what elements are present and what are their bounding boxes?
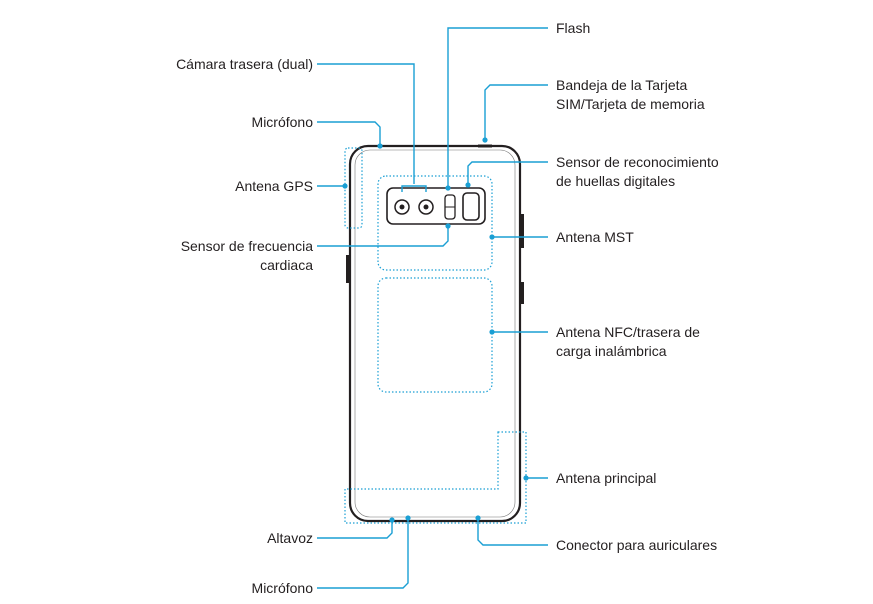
- label-mic-bottom-text: Micrófono: [251, 580, 313, 596]
- mst-antenna-region: [377, 175, 493, 271]
- label-sim-tray-line2: SIM/Tarjeta de memoria: [556, 96, 705, 112]
- label-mic-top-text: Micrófono: [251, 114, 313, 130]
- bixby-button: [346, 255, 350, 283]
- label-mst-antenna: Antena MST: [556, 228, 634, 247]
- label-fingerprint-line1: Sensor de reconocimiento: [556, 154, 719, 170]
- label-sim-tray: Bandeja de la Tarjeta SIM/Tarjeta de mem…: [556, 76, 705, 114]
- label-mic-bottom: Micrófono: [252, 579, 313, 598]
- camera-housing: [386, 187, 486, 225]
- label-speaker-text: Altavoz: [267, 530, 313, 546]
- leader-lines: [317, 27, 548, 589]
- fingerprint-leader: [467, 161, 548, 185]
- mic-top-leader: [317, 121, 381, 146]
- label-nfc-line2: carga inalámbrica: [556, 343, 667, 359]
- label-flash: Flash: [556, 19, 590, 38]
- label-sim-tray-line1: Bandeja de la Tarjeta: [556, 77, 688, 93]
- nfc-antenna-region: [377, 277, 493, 393]
- label-rear-camera: Cámara trasera (dual): [176, 55, 313, 74]
- label-heart-rate-line2: cardiaca: [260, 257, 313, 273]
- phone-body: [346, 144, 524, 523]
- lens-2: [418, 199, 434, 215]
- label-speaker: Altavoz: [267, 529, 313, 548]
- label-mic-top: Micrófono: [252, 113, 313, 132]
- camera-module: [386, 187, 486, 225]
- label-nfc-line1: Antena NFC/trasera de: [556, 324, 700, 340]
- antenna-regions: [344, 147, 527, 524]
- phone-inner-edge: [354, 149, 516, 518]
- label-headset-jack-text: Conector para auriculares: [556, 537, 718, 553]
- main-antenna-region: [344, 431, 527, 524]
- speaker-leader: [317, 520, 393, 539]
- rear-camera-leader: [317, 63, 415, 184]
- label-gps-antenna-text: Antena GPS: [235, 178, 313, 194]
- label-rear-camera-text: Cámara trasera (dual): [176, 56, 313, 72]
- power-button: [520, 282, 524, 304]
- label-fingerprint-line2: de huellas digitales: [556, 173, 676, 189]
- label-headset-jack: Conector para auriculares: [556, 536, 717, 555]
- fingerprint-sensor: [462, 192, 480, 221]
- flash-leader: [447, 27, 548, 188]
- label-heart-rate-line1: Sensor de frecuencia: [180, 238, 313, 254]
- label-gps-antenna: Antena GPS: [235, 177, 313, 196]
- label-heart-rate: Sensor de frecuencia cardiaca: [181, 237, 313, 275]
- headset-jack-leader: [477, 518, 548, 546]
- heart-rate-leader: [317, 226, 449, 247]
- rear-camera-bracket: [401, 185, 427, 192]
- volume-button: [520, 214, 524, 248]
- label-nfc: Antena NFC/trasera de carga inalámbrica: [556, 323, 700, 361]
- label-mst-antenna-text: Antena MST: [556, 229, 634, 245]
- gps-antenna-region: [344, 147, 363, 229]
- mic-bottom-leader: [317, 518, 409, 589]
- leader-dots: [342, 137, 529, 523]
- label-fingerprint: Sensor de reconocimiento de huellas digi…: [556, 153, 719, 191]
- sim-tray-leader: [484, 84, 548, 140]
- label-main-antenna: Antena principal: [556, 469, 656, 488]
- label-main-antenna-text: Antena principal: [556, 470, 657, 486]
- lens-1: [394, 199, 410, 215]
- phone-outline: [348, 144, 522, 523]
- label-flash-text: Flash: [556, 20, 591, 36]
